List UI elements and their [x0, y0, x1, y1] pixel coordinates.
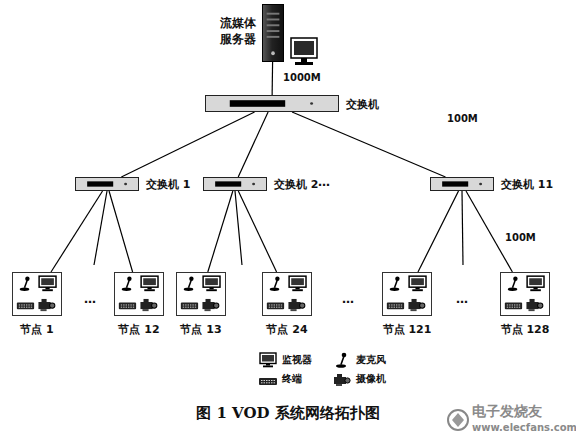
watermark: www.elecfans.com [472, 422, 576, 433]
node-label: 交换机 [346, 96, 379, 111]
station-symbol [177, 273, 225, 315]
client-node: 节点 24 [262, 272, 312, 316]
client-node: 节点 128 [500, 272, 550, 316]
server-monitor [291, 38, 317, 65]
bandwidth-label: 1000M [282, 72, 322, 83]
stub-line [94, 191, 463, 265]
legend-icon [258, 352, 278, 368]
ellipsis: … [342, 292, 354, 306]
station-symbol [263, 273, 311, 315]
ellipsis: … [456, 292, 468, 306]
node-label: 流媒体服务器 [219, 15, 257, 47]
core-switch: 交换机 [205, 95, 339, 112]
legend-text: 摄像机 [356, 372, 386, 386]
node-label: 节点 12 [118, 322, 159, 337]
network-link [292, 112, 445, 177]
client-node: 节点 12 [114, 272, 164, 316]
legend-item: 终端 [258, 371, 302, 387]
watermark-logo [448, 410, 468, 430]
access-switch: 交换机 2 [203, 177, 267, 191]
node-label: 交换机 2 [274, 177, 318, 192]
legend-text: 麦克风 [356, 353, 386, 367]
network-link [238, 112, 268, 177]
station-symbol [501, 273, 549, 315]
switch-symbol [206, 96, 338, 111]
ellipsis: … [318, 175, 330, 189]
station-symbol [115, 273, 163, 315]
node-label: 节点 24 [266, 322, 307, 337]
legend-text: 终端 [282, 372, 302, 386]
watermark: 电子发烧友 [472, 403, 542, 421]
client-node: 节点 13 [176, 272, 226, 316]
network-link [208, 191, 233, 272]
station-symbol [13, 273, 61, 315]
bandwidth-label: 100M [504, 232, 537, 243]
ellipsis: … [84, 292, 96, 306]
switch-symbol [76, 178, 138, 190]
node-label: 节点 13 [180, 322, 221, 337]
access-switch: 交换机 11 [430, 177, 494, 191]
legend-icon [332, 371, 352, 387]
server-symbol [263, 5, 283, 61]
server-tower: 流媒体服务器 [262, 4, 284, 62]
bandwidth-label: 100M [446, 113, 479, 124]
network-link [121, 112, 254, 177]
legend-item: 麦克风 [332, 352, 386, 368]
network-link [418, 191, 459, 272]
node-label: 节点 1 [20, 322, 53, 337]
network-link [272, 62, 274, 95]
client-node: 节点 1 [12, 272, 62, 316]
client-node: 节点 121 [382, 272, 432, 316]
network-link [109, 191, 133, 272]
legend-item: 摄像机 [332, 371, 386, 387]
node-label: 节点 121 [383, 322, 432, 337]
node-label: 节点 128 [501, 322, 550, 337]
legend-item: 监视器 [258, 352, 312, 368]
legend-icon [332, 352, 352, 368]
legend-icon [258, 371, 278, 387]
switch-symbol [204, 178, 266, 190]
station-symbol [383, 273, 431, 315]
node-label: 交换机 11 [501, 177, 553, 192]
figure-caption: 图 1 VOD 系统网络拓扑图 [0, 404, 576, 423]
network-link [238, 191, 276, 272]
access-switch: 交换机 1 [75, 177, 139, 191]
switch-symbol [431, 178, 493, 190]
legend-text: 监视器 [282, 353, 312, 367]
network-link [51, 191, 103, 272]
node-label: 交换机 1 [146, 177, 190, 192]
